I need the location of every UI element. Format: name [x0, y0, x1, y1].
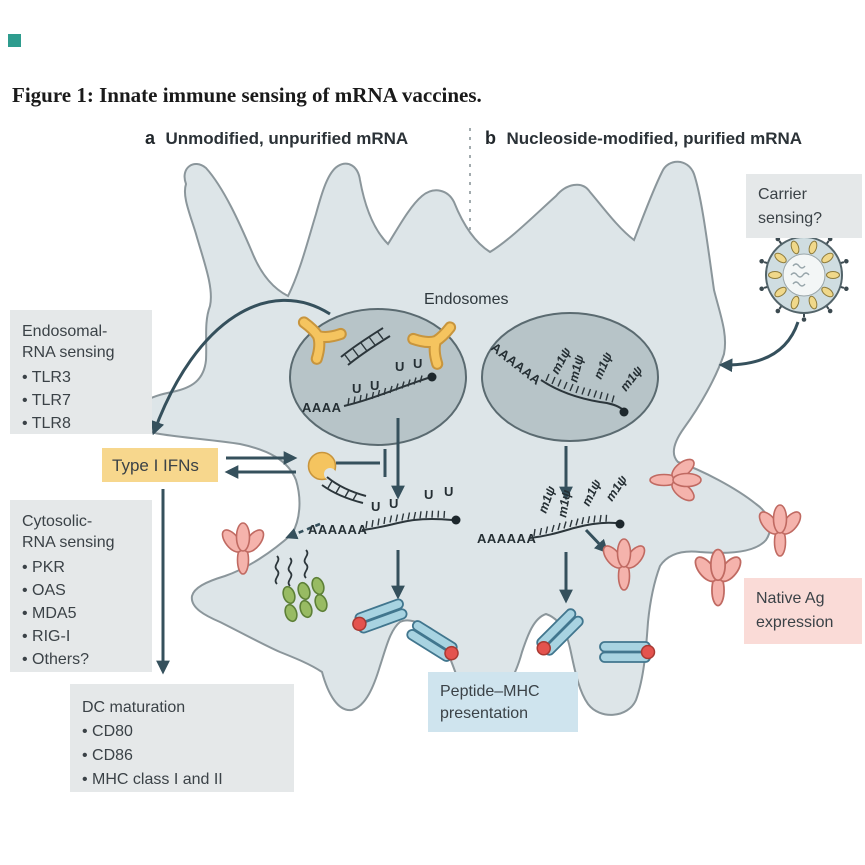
native-ag-line1: Native Ag: [756, 590, 824, 607]
ribosome-icon: [282, 585, 296, 605]
uridine-label: U: [444, 484, 453, 499]
carrier-sensing-line1: Carrier: [758, 186, 808, 203]
mrna-strand-cytosol-a: AAAAAA U U U U: [308, 484, 461, 537]
ribosome-icon: [314, 593, 328, 613]
cap-dot: [427, 372, 437, 382]
antigen-icon: [690, 548, 746, 607]
uridine-label: U: [395, 359, 404, 374]
mhc-molecule-icon: [599, 641, 656, 663]
cytosolic-sensing-line2: RNA sensing: [22, 534, 115, 551]
uridine-label: U: [413, 356, 422, 371]
mrna-strand-endosome-a: AAAA U U U U: [302, 356, 437, 415]
callout-dc-maturation: DC maturation • CD80 • CD86 • MHC class …: [70, 684, 294, 792]
endosomal-sensing-item: • TLR7: [22, 392, 71, 409]
inhibition-tee: [336, 449, 387, 477]
arrow-mrna-b-to-antigen: [584, 528, 609, 554]
accent-square: [8, 34, 21, 47]
uridine-label: U: [424, 487, 433, 502]
endosomal-sensing-item: • TLR8: [22, 415, 71, 432]
peptide-mhc-line1: Peptide–MHC: [440, 683, 540, 700]
ribosome-icon: [299, 599, 313, 619]
endosome-b: AAAAAA m1ψ m1ψ m1ψ m1ψ: [481, 312, 659, 442]
m1psi-label: m1ψ: [555, 488, 574, 518]
arrow-endosome-to-ifn: [151, 298, 331, 436]
native-ag-line2: expression: [756, 614, 833, 631]
dsrna-icon: [340, 327, 391, 366]
cap-dot: [615, 519, 625, 529]
dendritic-cell-body: [134, 160, 772, 716]
dc-maturation-title: DC maturation: [82, 699, 185, 716]
type-i-ifns-label: Type I IFNs: [112, 456, 199, 475]
nascent-protein-squiggle: [274, 555, 280, 585]
dashed-arrow-mrna-a-to-antigen: [285, 522, 321, 540]
peptide-mhc-line2: presentation: [440, 705, 528, 722]
arrow-lnp-to-cell: [718, 321, 800, 373]
cytosolic-sensing-line1: Cytosolic-: [22, 513, 92, 530]
lnp-mrna-squiggles: [790, 263, 810, 287]
dc-maturation-item: • MHC class I and II: [82, 771, 223, 788]
callout-cytosolic-rna-sensing: Cytosolic- RNA sensing • PKR • OAS • MDA…: [10, 500, 152, 672]
callout-native-ag: Native Ag expression: [744, 578, 862, 644]
dc-maturation-item: • CD80: [82, 723, 133, 740]
panel-a-label: a: [145, 128, 156, 148]
endosomes-label: Endosomes: [424, 291, 509, 308]
ribosome-icon: [297, 581, 311, 601]
lnp-lipids: [768, 240, 840, 310]
panel-a-title: Unmodified, unpurified mRNA: [165, 129, 408, 148]
carrier-sensing-line2: sensing?: [758, 210, 822, 227]
panel-b-header: b Nucleoside-modified, purified mRNA: [485, 128, 802, 148]
polyA-tail-label: AAAA: [302, 400, 342, 415]
callout-endosomal-rna-sensing: Endosomal- RNA sensing • TLR3 • TLR7 • T…: [10, 310, 152, 434]
uridine-label: U: [352, 381, 361, 396]
panel-b-title: Nucleoside-modified, purified mRNA: [506, 129, 802, 148]
uridine-label: U: [389, 496, 398, 511]
callout-peptide-mhc: Peptide–MHC presentation: [428, 672, 578, 732]
cytosolic-sensing-item: • PKR: [22, 559, 65, 576]
endosomal-sensing-item: • TLR3: [22, 369, 71, 386]
endosome-a: AAAA U U U U: [290, 309, 466, 446]
cytosolic-sensing-item: • MDA5: [22, 605, 77, 622]
endosomal-sensing-line2: RNA sensing: [22, 344, 115, 361]
cytosolic-rna-sensor-icon: [307, 451, 367, 504]
dc-maturation-item: • CD86: [82, 747, 133, 764]
cap-dot: [451, 515, 461, 525]
nascent-protein-squiggle: [303, 549, 309, 579]
endosomal-sensing-line1: Endosomal-: [22, 323, 107, 340]
cytosolic-sensing-item: • RIG-I: [22, 628, 70, 645]
uridine-label: U: [371, 499, 380, 514]
callout-type-i-ifns: Type I IFNs: [102, 448, 218, 482]
cap-dot: [619, 407, 629, 417]
m1psi-label: m1ψ: [566, 353, 586, 384]
cytosolic-sensing-item: • OAS: [22, 582, 66, 599]
uridine-label: U: [370, 378, 379, 393]
lipid-nanoparticle-icon: [759, 228, 849, 322]
ribosome-icon: [284, 603, 298, 623]
polyA-tail-label: AAAAAA: [308, 522, 367, 537]
cytosolic-sensing-item: • Others?: [22, 651, 89, 668]
panel-a-header: a Unmodified, unpurified mRNA: [145, 128, 408, 148]
callout-carrier-sensing: Carrier sensing?: [746, 174, 862, 238]
figure-title: Figure 1: Innate immune sensing of mRNA …: [12, 83, 482, 107]
nascent-protein-squiggle: [287, 557, 293, 587]
ribosomes-with-nascent-proteins: [274, 549, 328, 623]
panel-b-label: b: [485, 128, 496, 148]
polyA-tail-label: AAAAAA: [477, 531, 536, 546]
